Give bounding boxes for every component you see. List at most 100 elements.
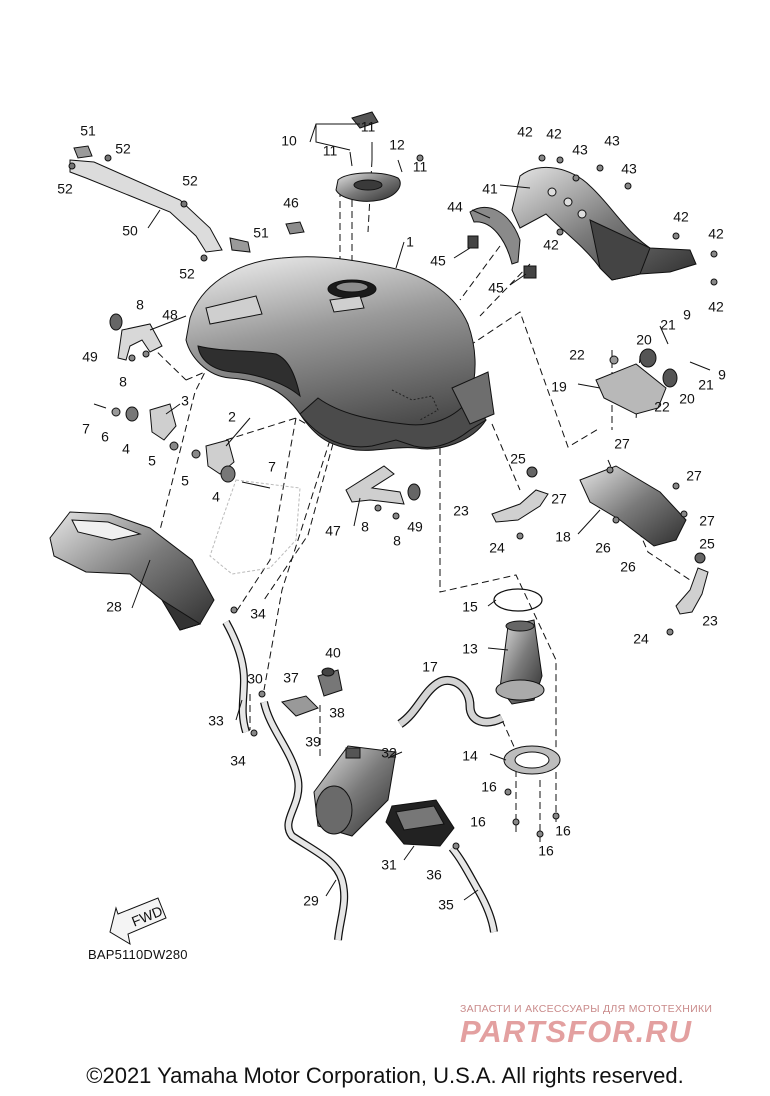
valve-40 — [317, 667, 343, 697]
callout-11: 11 — [413, 159, 428, 175]
rear-bracket-41 — [511, 166, 697, 281]
copyright-notice: ©2021 Yamaha Motor Corporation, U.S.A. A… — [86, 1063, 684, 1088]
callout-37: 37 — [283, 670, 299, 686]
callout-30: 30 — [247, 671, 263, 687]
callout-12: 12 — [389, 137, 405, 153]
callout-31: 31 — [381, 857, 397, 873]
callout-49: 49 — [82, 349, 98, 365]
callout-8: 8 — [119, 374, 127, 390]
callout-33: 33 — [208, 713, 224, 729]
diagram-code: BAP5110DW280 — [88, 947, 188, 962]
callout-16: 16 — [538, 843, 554, 859]
callout-16: 16 — [481, 779, 497, 795]
callout-26: 26 — [595, 540, 611, 556]
fwd-arrow-icon: FWD — [109, 897, 167, 946]
callout-23: 23 — [702, 613, 718, 629]
side-cover-28 — [49, 511, 215, 631]
callout-42: 42 — [708, 299, 724, 315]
bracket-47 — [345, 465, 421, 520]
callout-5: 5 — [148, 453, 156, 469]
callout-5: 5 — [181, 473, 189, 489]
fuel-hose-17 — [397, 676, 505, 728]
fuel-tank — [185, 256, 495, 451]
callout-32: 32 — [381, 745, 397, 761]
callout-22: 22 — [569, 347, 585, 363]
callout-42: 42 — [673, 209, 689, 225]
bracket-23-right — [666, 552, 709, 636]
callout-50: 50 — [122, 223, 138, 239]
retainer-14 — [503, 745, 561, 775]
part-46 — [285, 221, 305, 235]
watermark-tagline: ЗАПАСТИ И АКСЕССУАРЫ ДЛЯ МОТОТЕХНИКИ — [460, 1003, 713, 1015]
callout-11: 11 — [323, 143, 338, 159]
callout-47: 47 — [325, 523, 341, 539]
callout-21: 21 — [698, 377, 714, 393]
callout-1: 1 — [406, 234, 414, 250]
callout-45: 45 — [488, 280, 504, 296]
callout-44: 44 — [447, 199, 463, 215]
callout-43: 43 — [621, 161, 637, 177]
bracket-18 — [579, 465, 688, 547]
callout-11: 11 — [361, 119, 376, 135]
callout-29: 29 — [303, 893, 319, 909]
callout-52: 52 — [57, 181, 73, 197]
callout-46: 46 — [283, 195, 299, 211]
callout-27: 27 — [551, 491, 567, 507]
callout-28: 28 — [106, 599, 122, 615]
callout-25: 25 — [510, 451, 526, 467]
fasteners — [230, 154, 718, 850]
gasket-15 — [493, 588, 543, 612]
callout-9: 9 — [683, 307, 691, 323]
callout-40: 40 — [325, 645, 341, 661]
callout-42: 42 — [517, 124, 533, 140]
fuel-pump-13 — [495, 619, 545, 705]
callout-43: 43 — [604, 133, 620, 149]
callout-41: 41 — [482, 181, 498, 197]
callout-27: 27 — [699, 513, 715, 529]
callout-22: 22 — [654, 399, 670, 415]
callout-4: 4 — [122, 441, 130, 457]
callout-43: 43 — [572, 142, 588, 158]
callout-42: 42 — [543, 237, 559, 253]
callout-27: 27 — [686, 468, 702, 484]
callout-26: 26 — [620, 559, 636, 575]
canister-32 — [313, 745, 397, 837]
leader-lines — [131, 123, 601, 901]
callout-24: 24 — [489, 540, 505, 556]
callout-6: 6 — [101, 429, 109, 445]
callout-16: 16 — [555, 823, 571, 839]
bracket-2-group — [191, 439, 271, 489]
callout-42: 42 — [546, 126, 562, 142]
callout-13: 13 — [462, 641, 478, 657]
watermark-logo: PARTSFOR.RU — [460, 1014, 693, 1049]
callout-15: 15 — [462, 599, 478, 615]
canister-31 — [385, 799, 455, 847]
callout-42: 42 — [708, 226, 724, 242]
callout-45: 45 — [430, 253, 446, 269]
callout-2: 2 — [228, 409, 236, 425]
callout-27: 27 — [614, 436, 630, 452]
callout-17: 17 — [422, 659, 438, 675]
callout-20: 20 — [679, 391, 695, 407]
hose-33 — [222, 620, 250, 734]
callout-9: 9 — [718, 367, 726, 383]
callout-24: 24 — [633, 631, 649, 647]
callout-51: 51 — [80, 123, 96, 139]
callout-52: 52 — [182, 173, 198, 189]
callout-20: 20 — [636, 332, 652, 348]
callout-49: 49 — [407, 519, 423, 535]
callout-34: 34 — [230, 753, 246, 769]
callout-36: 36 — [426, 867, 442, 883]
callout-8: 8 — [136, 297, 144, 313]
bracket-3-group — [93, 403, 179, 451]
part-44 — [467, 206, 537, 279]
callout-35: 35 — [438, 897, 454, 913]
hose-35 — [448, 845, 498, 933]
callout-4: 4 — [212, 489, 220, 505]
callout-38: 38 — [329, 705, 345, 721]
callout-23: 23 — [453, 503, 469, 519]
callout-48: 48 — [162, 307, 178, 323]
callout-34: 34 — [250, 606, 266, 622]
callout-8: 8 — [361, 519, 369, 535]
